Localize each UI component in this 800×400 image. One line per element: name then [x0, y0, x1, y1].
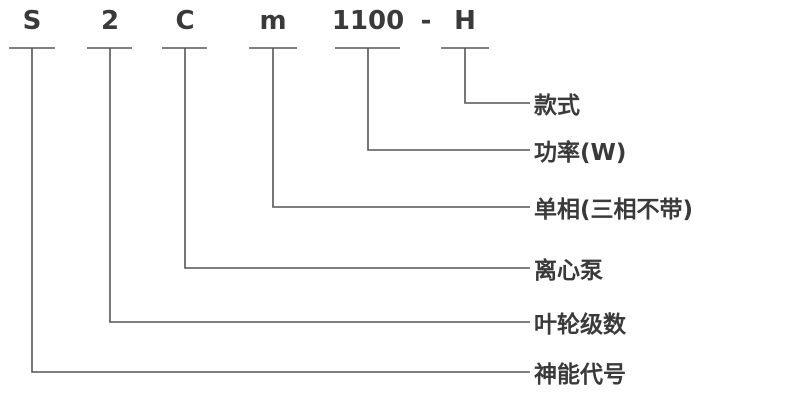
connector-phase	[272, 48, 530, 208]
code-style: H	[454, 6, 476, 36]
code-dash: -	[420, 6, 432, 36]
code-phase: m	[259, 6, 287, 36]
code-stages: 2	[100, 6, 120, 36]
label-phase: 单相(三相不带)	[534, 197, 694, 223]
connector-brand	[31, 48, 530, 373]
label-stages: 叶轮级数	[534, 312, 626, 338]
label-power: 功率(W)	[534, 140, 627, 166]
label-brand: 神能代号	[534, 362, 626, 388]
connector-pump	[184, 48, 530, 269]
label-style: 款式	[534, 93, 580, 119]
connector-stages	[109, 48, 530, 323]
code-pump: C	[175, 6, 195, 36]
code-power: 1100	[331, 6, 405, 36]
connector-power	[367, 48, 530, 151]
label-pump: 离心泵	[534, 258, 603, 284]
connector-style	[464, 48, 530, 104]
code-brand: S	[22, 6, 42, 36]
